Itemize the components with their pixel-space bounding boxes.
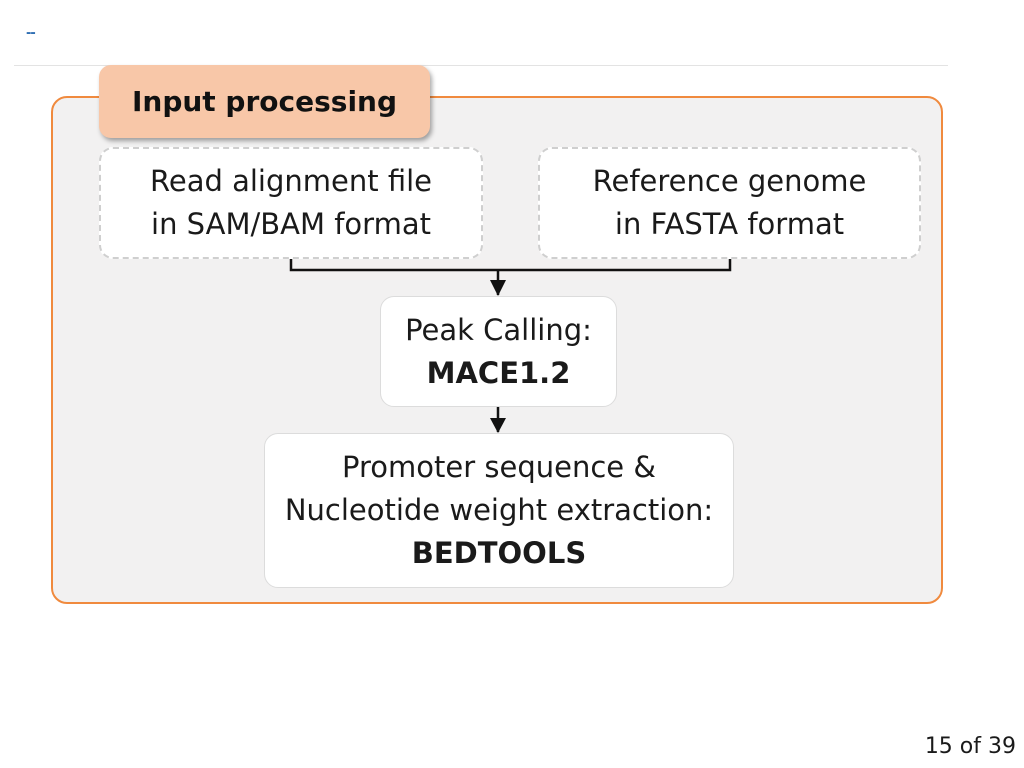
extraction-node: Promoter sequence & Nucleotide weight ex… [264, 433, 734, 588]
input-node-fasta-line1: Reference genome [592, 164, 867, 198]
peak-calling-label: Peak Calling: [405, 312, 592, 347]
extraction-tool: BEDTOOLS [411, 536, 587, 570]
peak-calling-node: Peak Calling: MACE1.2 [380, 296, 617, 407]
page-indicator: 15 of 39 [924, 734, 1016, 759]
peak-calling-tool: MACE1.2 [426, 355, 571, 390]
input-node-fasta: Reference genome in FASTA format [538, 147, 921, 259]
extraction-line2: Nucleotide weight extraction: [284, 493, 714, 527]
input-node-sam-bam-line2: in SAM/BAM format [151, 207, 431, 241]
extraction-line1: Promoter sequence & [342, 450, 656, 484]
input-node-sam-bam-line1: Read alignment file [150, 164, 432, 198]
header-divider [14, 65, 948, 66]
panel-title: Input processing [99, 65, 430, 138]
input-node-fasta-line2: in FASTA format [614, 207, 845, 241]
input-node-sam-bam: Read alignment file in SAM/BAM format [99, 147, 483, 259]
header-mark: -- [26, 26, 36, 41]
